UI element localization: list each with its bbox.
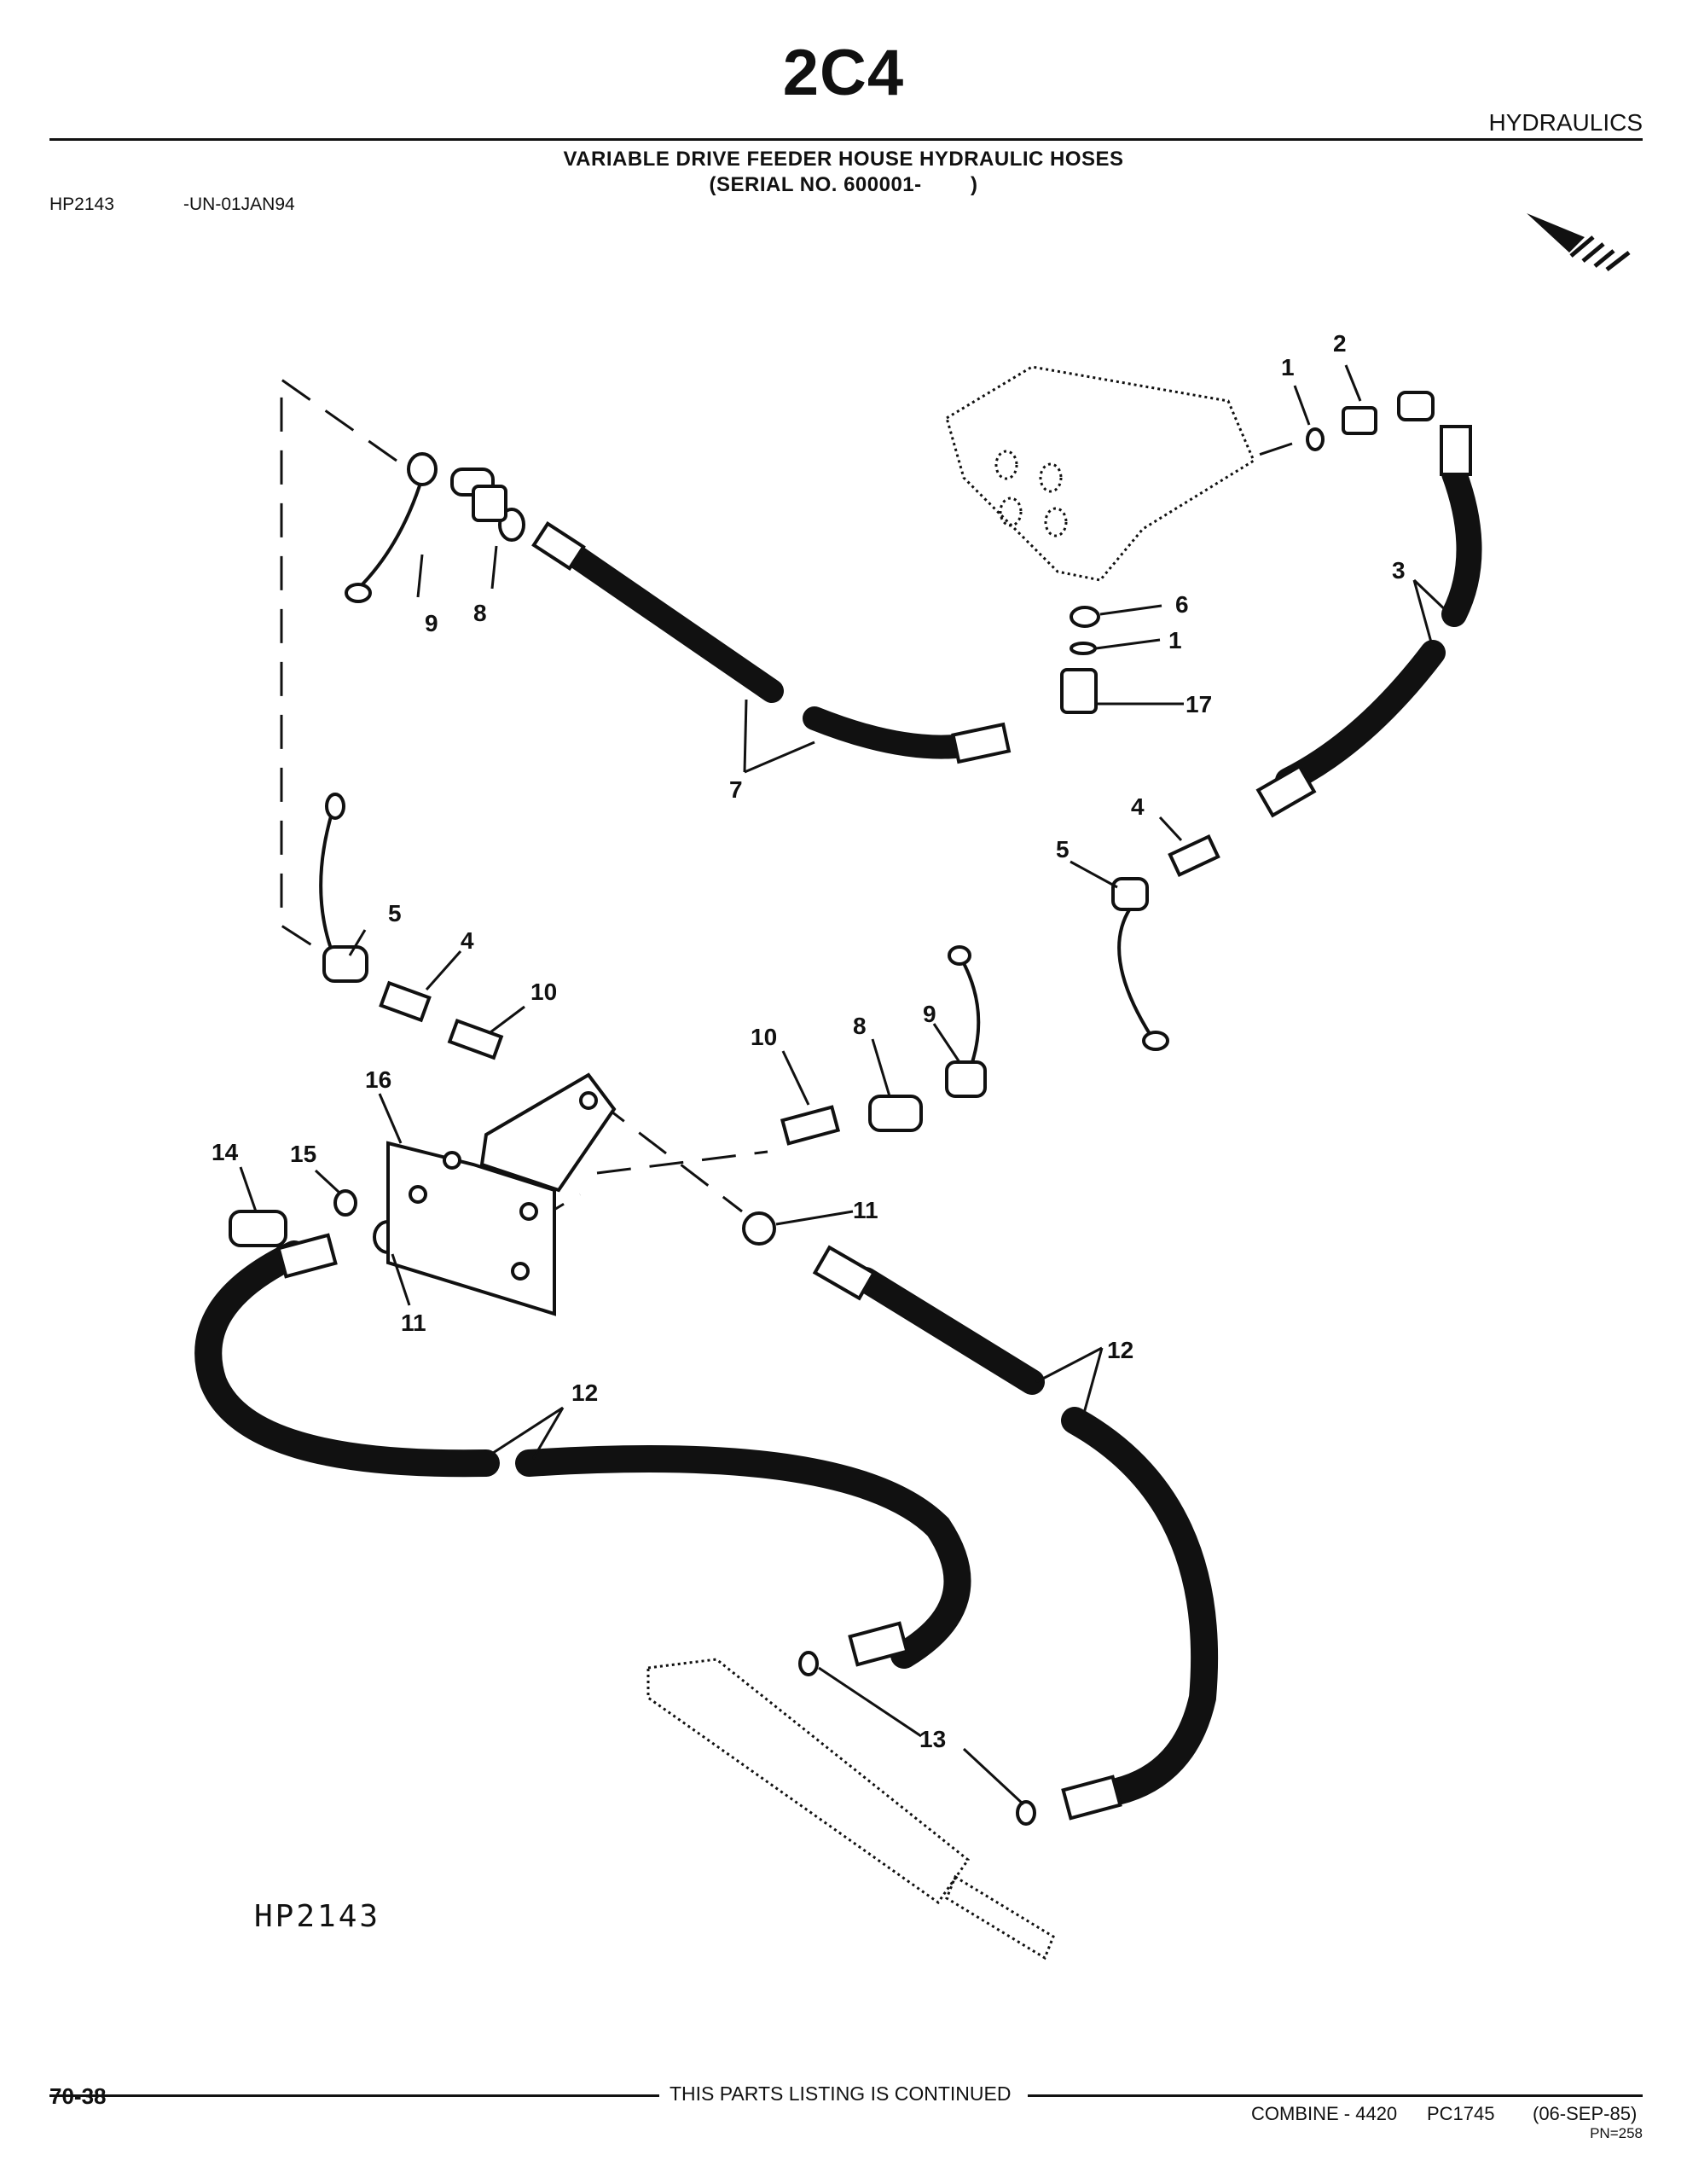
hydraulic-hoses <box>194 461 1482 1805</box>
callout-4-left: 4 <box>461 927 474 954</box>
footer-pn: PN=258 <box>1590 2125 1643 2141</box>
diagram-image-code: HP2143 <box>254 1899 380 1934</box>
page-title: VARIABLE DRIVE FEEDER HOUSE HYDRAULIC HO… <box>0 147 1687 198</box>
callout-1-mid: 1 <box>1168 627 1182 653</box>
reference-date: -UN-01JAN94 <box>183 195 295 214</box>
callout-11-left: 11 <box>401 1310 426 1336</box>
callout-15: 15 <box>290 1141 316 1167</box>
callout-9-top: 9 <box>425 610 438 636</box>
callout-4-right: 4 <box>1131 793 1145 820</box>
small-parts <box>229 391 1435 1826</box>
callout-2: 2 <box>1333 330 1347 357</box>
callout-17: 17 <box>1186 691 1212 717</box>
callout-3: 3 <box>1392 557 1406 584</box>
footer-rule-left <box>49 2094 659 2097</box>
section-name: HYDRAULICS <box>1488 109 1643 136</box>
continued-notice: THIS PARTS LISTING IS CONTINUED <box>670 2082 1012 2105</box>
callout-12-right: 12 <box>1107 1337 1133 1363</box>
footer-date: (06-SEP-85) <box>1533 2103 1638 2124</box>
callout-10-left: 10 <box>530 979 557 1005</box>
direction-arrow-icon <box>1527 213 1631 271</box>
footer-machine: COMBINE - 4420 <box>1251 2103 1398 2124</box>
callout-12-left: 12 <box>571 1380 598 1406</box>
hose-fittings <box>276 425 1472 1821</box>
callout-1-top: 1 <box>1281 354 1295 380</box>
callout-labels: 1 2 3 6 1 17 7 9 8 4 5 5 4 10 10 8 9 16 … <box>212 330 1406 1934</box>
callout-leaders <box>239 364 1452 1806</box>
header-divider <box>49 138 1643 141</box>
callout-16: 16 <box>365 1066 391 1093</box>
callout-8-right: 8 <box>853 1013 867 1039</box>
callout-14: 14 <box>212 1139 239 1165</box>
callout-10-right: 10 <box>751 1024 777 1050</box>
mounting-bracket <box>386 1072 617 1316</box>
valve-block <box>945 365 1255 582</box>
callout-7: 7 <box>729 776 743 803</box>
footer-pc: PC1745 <box>1427 2103 1495 2124</box>
footer-rule-right <box>1028 2094 1643 2097</box>
callout-11-right: 11 <box>853 1197 878 1223</box>
callout-8-top: 8 <box>473 600 487 626</box>
callout-9-right: 9 <box>923 1001 936 1027</box>
section-code: 2C4 <box>782 37 905 109</box>
callout-6: 6 <box>1175 591 1189 618</box>
title-line-2: (SERIAL NO. 600001- ) <box>709 173 978 196</box>
callout-5-left: 5 <box>388 900 402 926</box>
reference-code: HP2143 <box>49 195 114 214</box>
callout-13: 13 <box>919 1726 946 1752</box>
callout-5-right: 5 <box>1056 836 1070 863</box>
hydraulic-cylinder <box>646 1658 1055 1960</box>
title-line-1: VARIABLE DRIVE FEEDER HOUSE HYDRAULIC HO… <box>563 148 1124 171</box>
